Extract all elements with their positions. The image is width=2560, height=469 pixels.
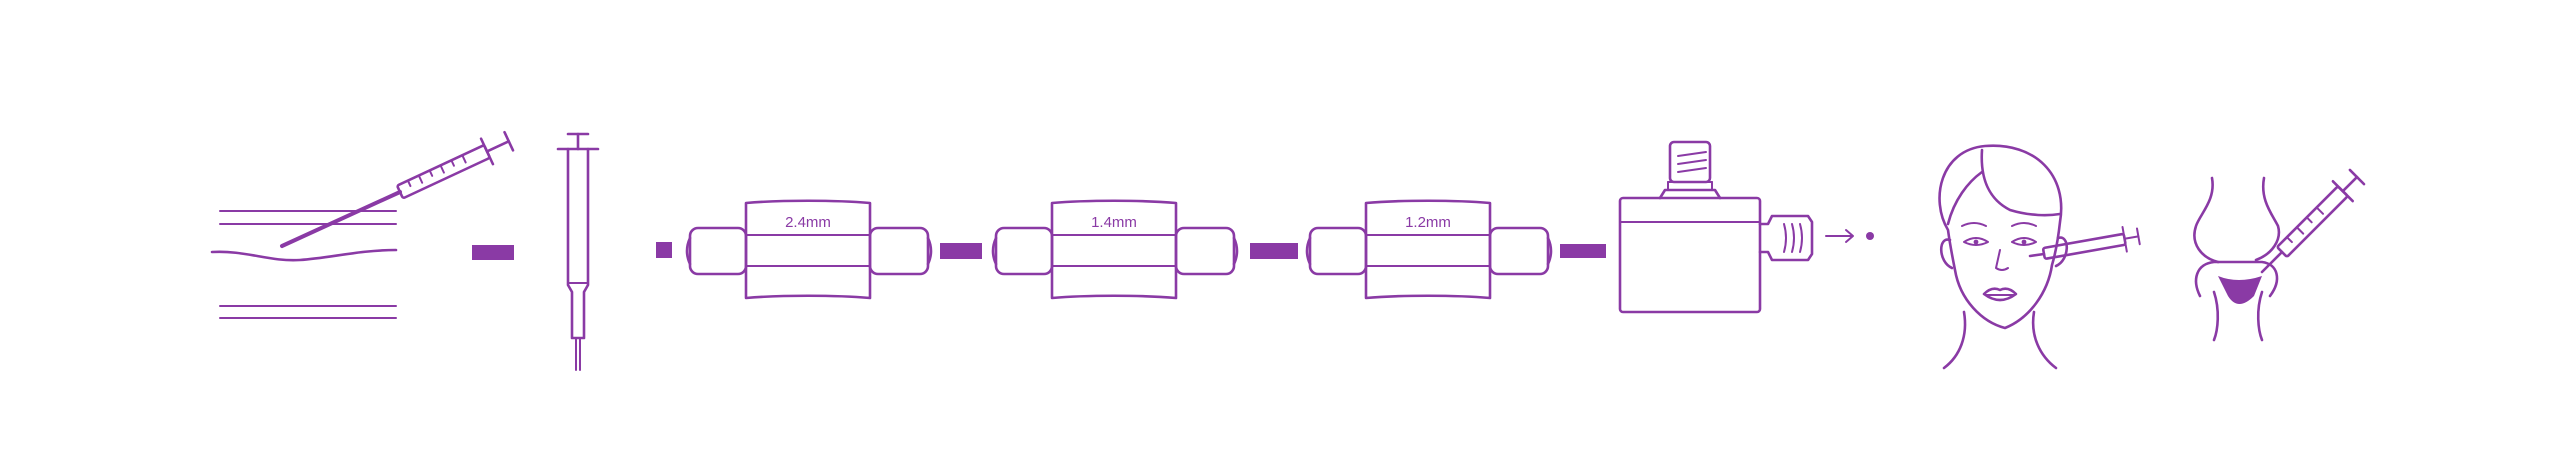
filter-size-label: 1.2mm [1405, 214, 1451, 231]
micro-fragmentation-filter-icon: 1.2mm [1305, 199, 1553, 300]
filter-size-label: 1.4mm [1091, 214, 1137, 231]
filter-size-label: 2.4mm [785, 214, 831, 231]
step-connector [1560, 244, 1606, 258]
facial-injection-icon [1938, 144, 2141, 370]
step-connector [472, 245, 514, 260]
step-connector [940, 243, 982, 259]
knee-joint-injection-icon [2193, 168, 2366, 342]
step-connector [656, 242, 672, 258]
micro-fragmentation-filter-icon: 2.4mm [685, 199, 933, 300]
tissue-syringe-harvest-icon [210, 130, 515, 319]
processing-canister-icon [1618, 140, 1874, 314]
step-connector [1250, 243, 1298, 259]
vertical-syringe-icon [556, 132, 600, 371]
micro-fragmentation-filter-icon: 1.4mm [991, 199, 1239, 300]
